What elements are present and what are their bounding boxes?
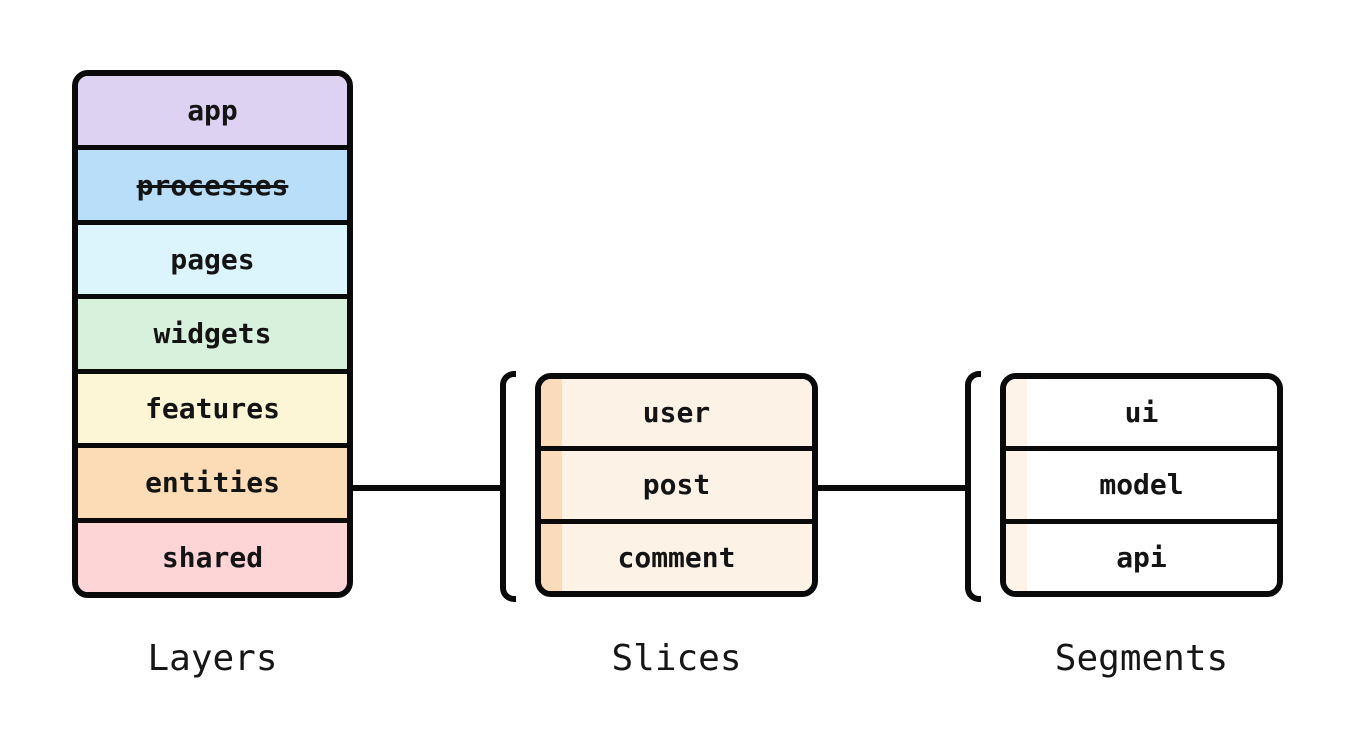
segment-label-ui: ui: [1124, 396, 1159, 430]
layer-row-features: features: [78, 368, 347, 444]
layer-label-pages: pages: [170, 243, 255, 277]
segment-label-model: model: [1099, 468, 1184, 502]
slice-label-user: user: [642, 396, 711, 430]
slices-caption: Slices: [611, 638, 742, 679]
layer-row-pages: pages: [78, 219, 347, 295]
layer-label-app: app: [187, 94, 238, 128]
segments-stack: ui model api: [1000, 373, 1283, 597]
layer-label-processes: processes: [136, 168, 289, 202]
layer-label-widgets: widgets: [153, 317, 272, 351]
layer-label-shared: shared: [161, 540, 264, 574]
segment-row-model: model: [1006, 446, 1277, 519]
slice-label-post: post: [642, 468, 711, 502]
layer-row-entities: entities: [78, 443, 347, 518]
slice-label-comment: comment: [617, 540, 736, 574]
layer-row-shared: shared: [78, 517, 347, 592]
segments-caption: Segments: [1054, 638, 1229, 679]
connector-entities-to-slices: [350, 485, 506, 491]
slices-stack: user post comment: [535, 373, 818, 597]
layer-label-entities: entities: [145, 466, 280, 500]
slice-row-comment: comment: [541, 518, 812, 591]
layers-stack: app processes pages widgets features ent…: [72, 70, 353, 598]
layer-row-app: app: [78, 76, 347, 146]
segment-row-ui: ui: [1006, 379, 1277, 447]
slice-row-post: post: [541, 446, 812, 519]
layer-label-features: features: [145, 391, 280, 425]
layers-caption: Layers: [147, 638, 278, 679]
segment-label-api: api: [1116, 540, 1167, 574]
slices-group-bracket: [500, 371, 516, 602]
layer-row-widgets: widgets: [78, 294, 347, 369]
connector-slices-to-segments: [812, 485, 971, 491]
slice-row-user: user: [541, 379, 812, 447]
layer-row-processes: processes: [78, 145, 347, 220]
segment-row-api: api: [1006, 518, 1277, 591]
segments-group-bracket: [965, 371, 981, 602]
